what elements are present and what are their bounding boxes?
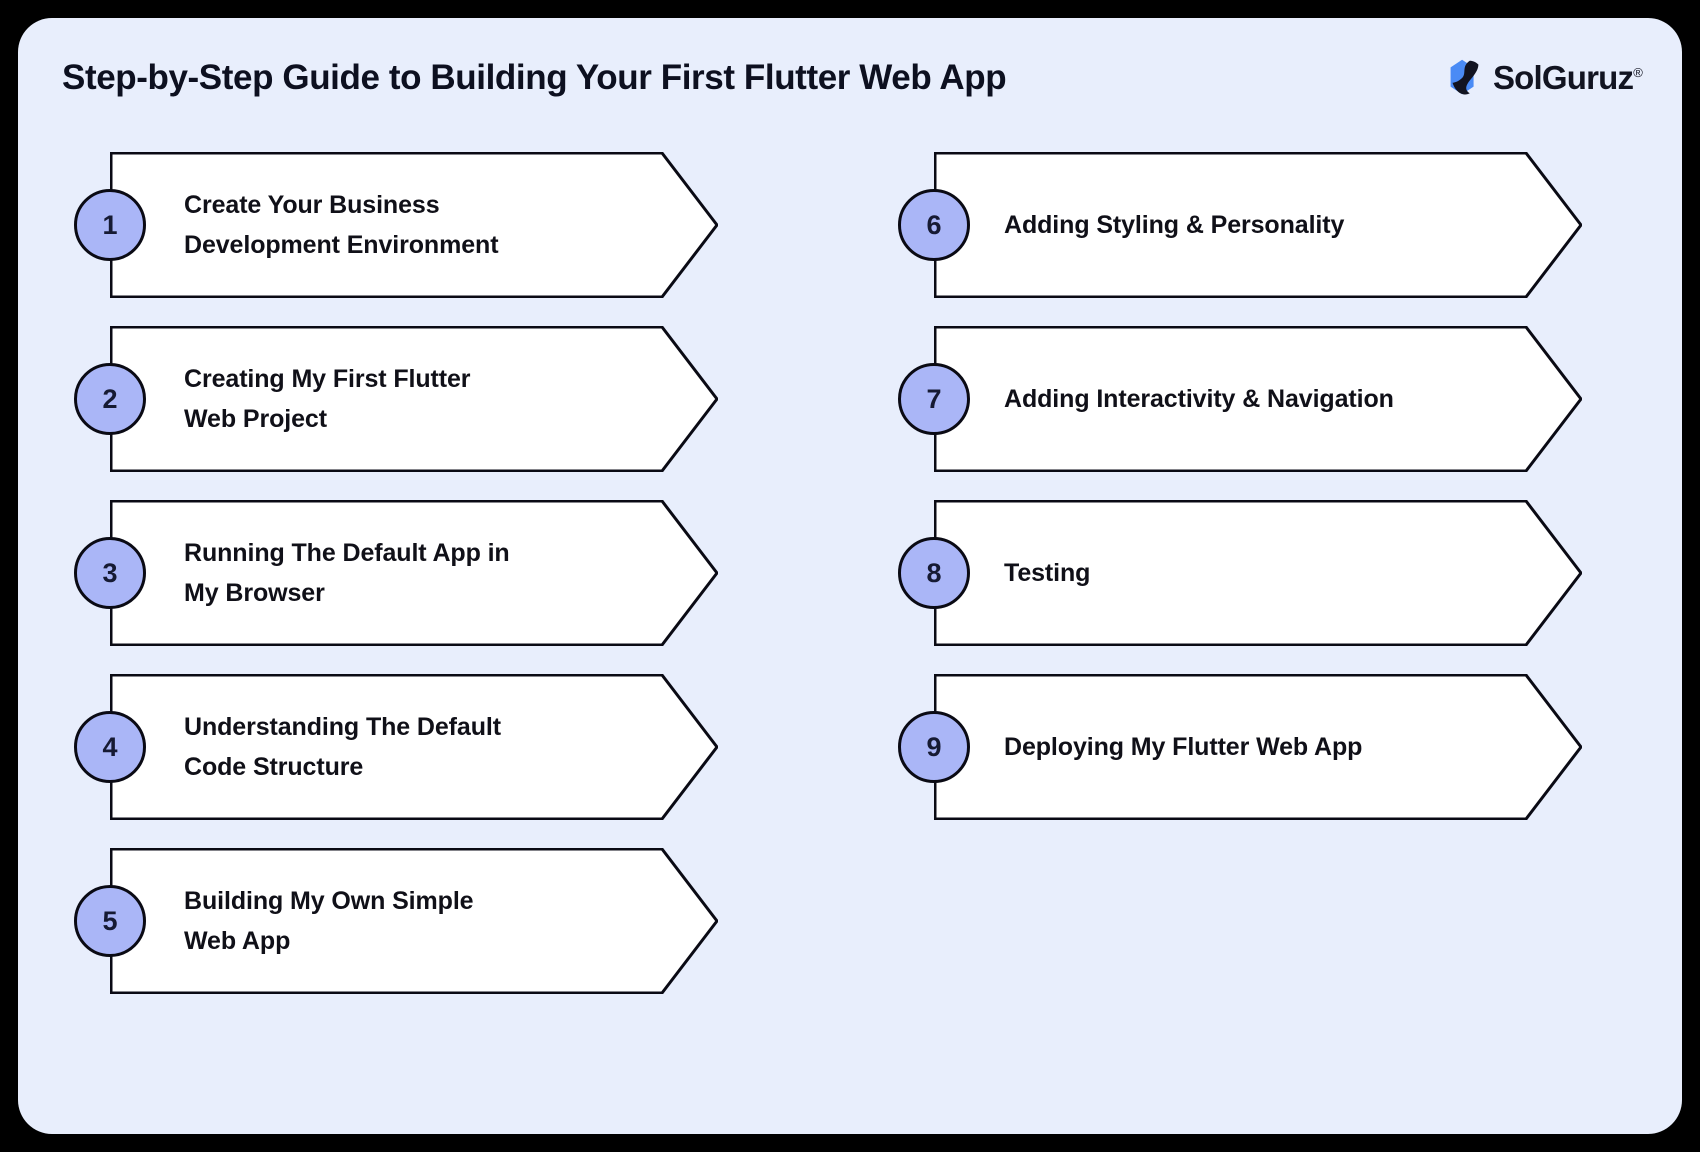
- step-item[interactable]: 8 Testing: [882, 500, 1582, 646]
- step-number: 7: [926, 383, 942, 414]
- step-arrow-banner: [110, 848, 718, 994]
- step-label-line: Adding Interactivity & Navigation: [1004, 384, 1394, 413]
- steps-column-right: 6 Adding Styling & Personality 7 Adding Int…: [882, 152, 1582, 848]
- step-number-badge: 5: [74, 885, 146, 957]
- step-label: Adding Interactivity & Navigation: [1004, 326, 1504, 472]
- step-arrow-banner: [110, 500, 718, 646]
- step-number: 8: [926, 557, 942, 588]
- step-label-line: Adding Styling & Personality: [1004, 210, 1345, 239]
- step-number-badge: 2: [74, 363, 146, 435]
- infographic-panel: Step-by-Step Guide to Building Your Firs…: [18, 18, 1682, 1134]
- step-number: 1: [102, 209, 118, 240]
- step-number: 2: [102, 383, 118, 414]
- step-arrow-banner: [110, 326, 718, 472]
- step-label-line: My Browser: [184, 579, 325, 607]
- step-label: Deploying My Flutter Web App: [1004, 674, 1504, 820]
- brand-name-text: SolGuruz: [1492, 58, 1634, 96]
- step-label-line: Running The Default App in: [184, 538, 510, 567]
- step-item[interactable]: 6 Adding Styling & Personality: [882, 152, 1582, 298]
- solguruz-hexagon-logo-icon: [1441, 54, 1487, 100]
- page-title: Step-by-Step Guide to Building Your Firs…: [62, 58, 1007, 97]
- step-number-badge: 9: [898, 711, 970, 783]
- step-number: 6: [926, 209, 942, 240]
- step-label-line: Code Structure: [184, 753, 364, 781]
- step-number: 3: [102, 557, 118, 588]
- step-label-line: Building My Own Simple: [184, 886, 474, 915]
- step-label-line: Web Project: [184, 405, 327, 433]
- step-item[interactable]: 9 Deploying My Flutter Web App: [882, 674, 1582, 820]
- brand-logo: SolGuruz®: [1441, 54, 1643, 100]
- step-item[interactable]: 3 Running The Default App in My Browser: [58, 500, 738, 646]
- step-number-badge: 4: [74, 711, 146, 783]
- step-arrow-banner: [110, 674, 718, 820]
- step-label-line: Web App: [184, 927, 291, 955]
- registered-trademark-icon: ®: [1633, 64, 1643, 80]
- step-number: 5: [102, 905, 118, 936]
- step-arrow-banner: [934, 674, 1582, 820]
- step-arrow-banner: [110, 152, 718, 298]
- step-number-badge: 3: [74, 537, 146, 609]
- step-number-badge: 1: [74, 189, 146, 261]
- header: Step-by-Step Guide to Building Your Firs…: [18, 18, 1682, 148]
- step-number: 9: [926, 731, 942, 762]
- step-label-line: Understanding The Default: [184, 712, 501, 741]
- step-number-badge: 8: [898, 537, 970, 609]
- step-number: 4: [102, 731, 118, 762]
- step-label-line: Creating My First Flutter: [184, 364, 471, 393]
- step-label: Adding Styling & Personality: [1004, 152, 1504, 298]
- step-label: Running The Default App in My Browser: [184, 500, 624, 646]
- step-label-line: Create Your Business: [184, 190, 440, 219]
- step-item[interactable]: 7 Adding Interactivity & Navigation: [882, 326, 1582, 472]
- step-number-badge: 7: [898, 363, 970, 435]
- step-label: Testing: [1004, 500, 1504, 646]
- step-label-line: Deploying My Flutter Web App: [1004, 732, 1363, 761]
- brand-name: SolGuruz®: [1492, 58, 1643, 96]
- step-arrow-banner: [934, 326, 1582, 472]
- step-arrow-banner: [934, 152, 1582, 298]
- step-arrow-banner: [934, 500, 1582, 646]
- step-label-line: Testing: [1004, 558, 1091, 587]
- step-label-line: Development Environment: [184, 231, 499, 259]
- step-number-badge: 6: [898, 189, 970, 261]
